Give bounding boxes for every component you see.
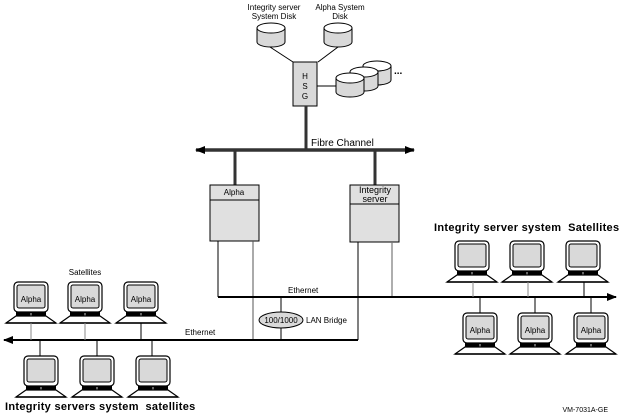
right-top-workstation-1-icon[interactable]	[446, 240, 498, 283]
alpha-server-label: Alpha	[224, 188, 245, 197]
lan-bridge-speed-label: 100/1000	[264, 316, 298, 325]
left-bottom-workstation-1-icon[interactable]	[15, 355, 67, 398]
alpha-server	[209, 184, 260, 242]
right-bottom-workstation-2-label: Alpha	[525, 326, 546, 335]
right-bottom-workstation-1-label: Alpha	[470, 326, 491, 335]
integrity-disk-label-line1: Integrity server	[248, 3, 301, 12]
hsg-letter-g: G	[302, 92, 308, 101]
left-top-workstation-1-label: Alpha	[21, 295, 42, 304]
integrity-server-label-line2: server	[362, 194, 387, 204]
left-bottom-caption: Integrity servers system satellites	[5, 401, 196, 413]
ethernet-lower-label: Ethernet	[185, 328, 216, 337]
figure-id: VM-7031A-GE	[562, 407, 608, 414]
fibre-channel-label: Fibre Channel	[311, 138, 374, 149]
lan-bridge	[258, 311, 304, 329]
integrity-disk-link	[269, 46, 294, 63]
hsg-letter-h: H	[302, 72, 308, 81]
alpha-system-disk-icon	[323, 22, 353, 48]
alpha-disk-label-line1: Alpha System	[315, 3, 365, 12]
integrity-disk-label-line2: System Disk	[252, 12, 297, 21]
more-disks-ellipsis: ...	[394, 66, 403, 77]
alpha-disk-link	[317, 46, 339, 63]
integrity-system-disk-icon	[256, 22, 286, 48]
integrity-server-label-line1: Integrity	[359, 185, 392, 195]
right-top-workstation-2-icon[interactable]	[501, 240, 553, 283]
left-top-workstation-3-label: Alpha	[131, 295, 152, 304]
right-top-caption: Integrity server system Satellites	[434, 222, 619, 234]
left-satellites-label: Satellites	[69, 268, 101, 277]
lan-bridge-name-label: LAN Bridge	[306, 316, 347, 325]
left-bottom-workstation-2-icon[interactable]	[71, 355, 123, 398]
hsg-controller	[292, 61, 318, 107]
alpha-disk-label-line2: Disk	[332, 12, 349, 21]
right-top-workstation-3-icon[interactable]	[557, 240, 609, 283]
ethernet-upper-label: Ethernet	[288, 286, 319, 295]
array-disk-1-icon	[335, 72, 365, 98]
right-bottom-workstation-3-label: Alpha	[581, 326, 602, 335]
integrity-server	[349, 184, 400, 243]
left-top-workstation-2-label: Alpha	[75, 295, 96, 304]
left-bottom-workstation-3-icon[interactable]	[127, 355, 179, 398]
hsg-letter-s: S	[302, 82, 307, 91]
